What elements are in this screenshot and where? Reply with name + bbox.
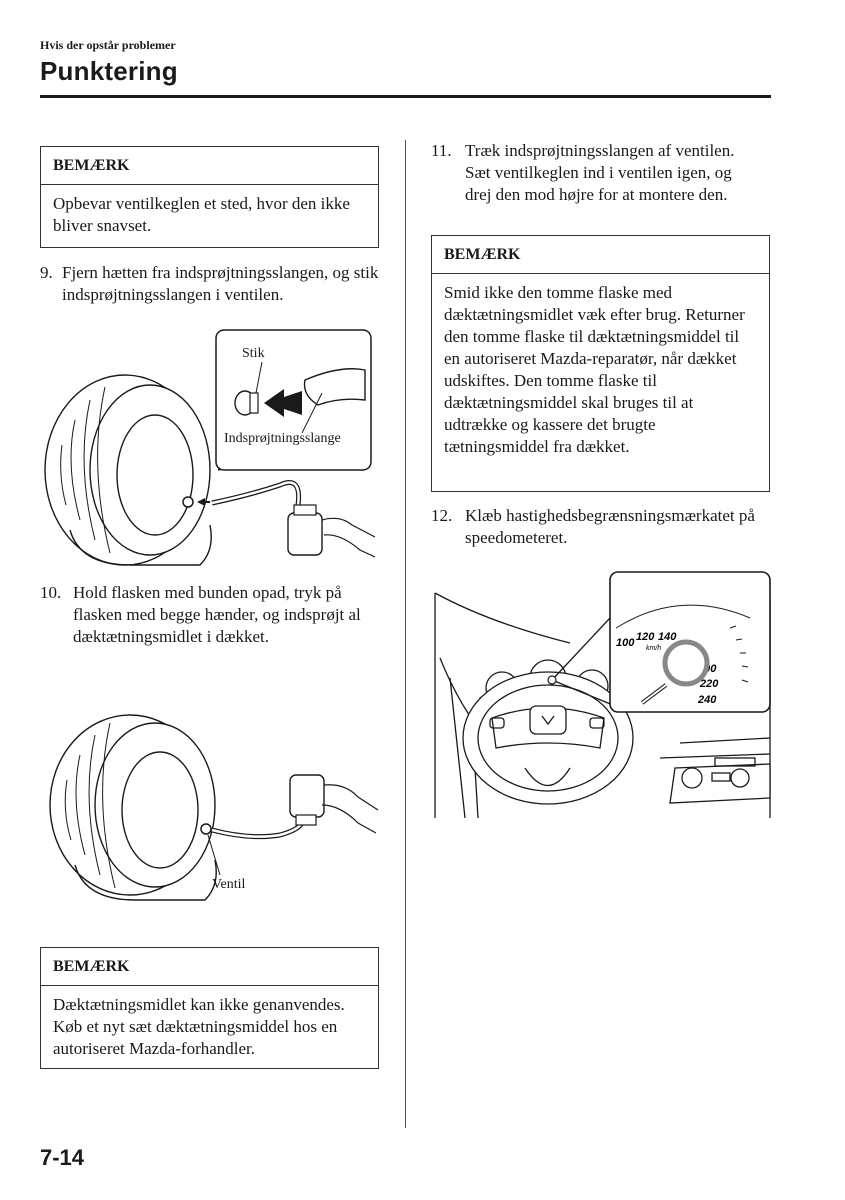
label-valve: Ventil bbox=[212, 877, 246, 892]
note-text: Opbevar ventilkeglen et sted, hvor den i… bbox=[53, 194, 350, 235]
note-box-not-reusable: BEMÆRK Dæktætningsmidlet kan ikke genanv… bbox=[40, 947, 379, 1069]
tick-100: 100 bbox=[616, 637, 635, 649]
step-number: 11. bbox=[431, 141, 452, 160]
dashboard-illustration: 100 120 140 km/h 200 220 240 bbox=[434, 571, 771, 818]
tick-240: 240 bbox=[697, 694, 717, 706]
tire-bottle-illustration: Ventil bbox=[49, 714, 379, 901]
figure-speedometer: 100 120 140 km/h 200 220 240 bbox=[430, 568, 775, 818]
step-12: 12. Klæb hastighedsbegrænsningsmærkatet … bbox=[431, 505, 776, 551]
note-box-empty-bottle: BEMÆRK Smid ikke den tomme flaske med dæ… bbox=[431, 235, 770, 492]
step-number: 10. bbox=[40, 583, 62, 602]
note-box-valve-core: BEMÆRK Opbevar ventilkeglen et sted, hvo… bbox=[40, 146, 379, 248]
step-9: 9. Fjern hætten fra indsprøjtningsslange… bbox=[40, 262, 385, 308]
note-label: BEMÆRK bbox=[432, 236, 769, 274]
tire-hose-illustration: Stik Indsprøjtningsslange bbox=[44, 329, 376, 566]
label-hose: Indsprøjtningsslange bbox=[224, 431, 341, 446]
step-text: Klæb hastighedsbegrænsningsmærkatet på s… bbox=[465, 506, 755, 547]
unit-kmh: km/h bbox=[646, 645, 661, 652]
step-10: 10. Hold flasken med bunden opad, tryk p… bbox=[40, 582, 385, 672]
step-11: 11. Træk indsprøjtningsslangen af ventil… bbox=[431, 140, 776, 230]
section-label: Hvis der opstår problemer bbox=[40, 38, 176, 52]
title-rule bbox=[40, 95, 771, 98]
note-text: Dæktætningsmidlet kan ikke genanvendes. … bbox=[53, 995, 345, 1058]
step-number: 12. bbox=[431, 506, 453, 525]
step-text: Træk indsprøjtningsslangen af ventilen. … bbox=[465, 141, 735, 204]
step-text: Fjern hætten fra indsprøjtningsslangen, … bbox=[62, 263, 379, 304]
figure-insert-hose: Stik Indsprøjtningsslange bbox=[40, 325, 385, 570]
page-title: Punktering bbox=[40, 56, 178, 86]
step-number: 9. bbox=[40, 263, 53, 282]
tick-140: 140 bbox=[658, 631, 677, 643]
speed-limit-sticker bbox=[662, 639, 710, 687]
column-divider bbox=[405, 140, 406, 1128]
tick-220: 220 bbox=[699, 678, 719, 690]
tick-120: 120 bbox=[636, 631, 655, 643]
figure-inject-sealant: Ventil bbox=[40, 705, 385, 905]
note-text: Smid ikke den tomme flaske med dæktætnin… bbox=[444, 283, 745, 456]
label-plug: Stik bbox=[242, 346, 265, 361]
note-label: BEMÆRK bbox=[41, 948, 378, 986]
page-number: 7-14 bbox=[40, 1145, 85, 1170]
step-text: Hold flasken med bunden opad, tryk på fl… bbox=[73, 583, 361, 646]
note-label: BEMÆRK bbox=[41, 147, 378, 185]
